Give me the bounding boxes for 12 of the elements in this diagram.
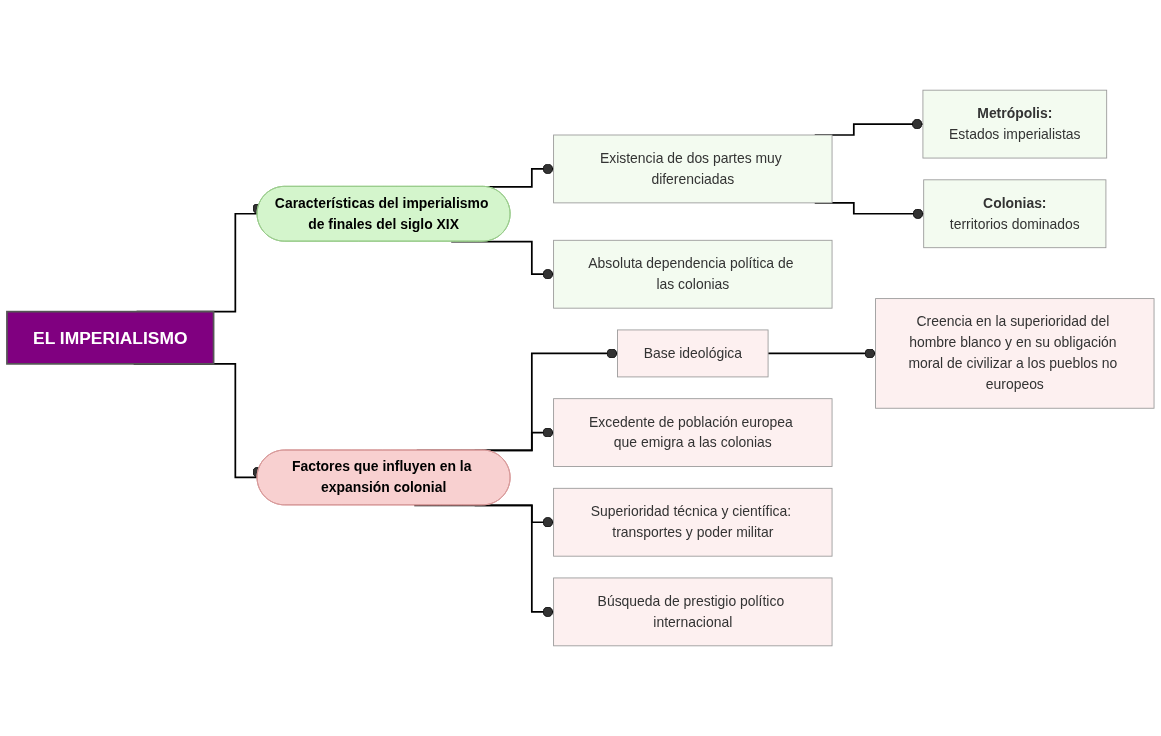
node-box: Existencia de dos partes muy diferenciadas (553, 134, 833, 204)
connector (413, 504, 555, 618)
connector (767, 348, 877, 359)
node-box: Metrópolis: Estados imperialistas (922, 89, 1108, 159)
node-box: Búsqueda de prestigio político internacional (553, 577, 833, 647)
node-box: Base ideológica (617, 329, 769, 378)
node-box: Excedente de población europea que emigra a las colonias (553, 398, 833, 467)
node-box: Absoluta dependencia política de las colonias (553, 239, 833, 309)
node-box: EL IMPERIALISMO (6, 310, 215, 365)
node-box: Colonias: territorios dominados (923, 179, 1107, 249)
node-box: Creencia en la superioridad del hombre blanco y en su obligación moral de civilizar a los pueblos no europeos (875, 298, 1155, 409)
node-box: Superioridad técnica y científica: transportes y poder militar (553, 487, 833, 557)
